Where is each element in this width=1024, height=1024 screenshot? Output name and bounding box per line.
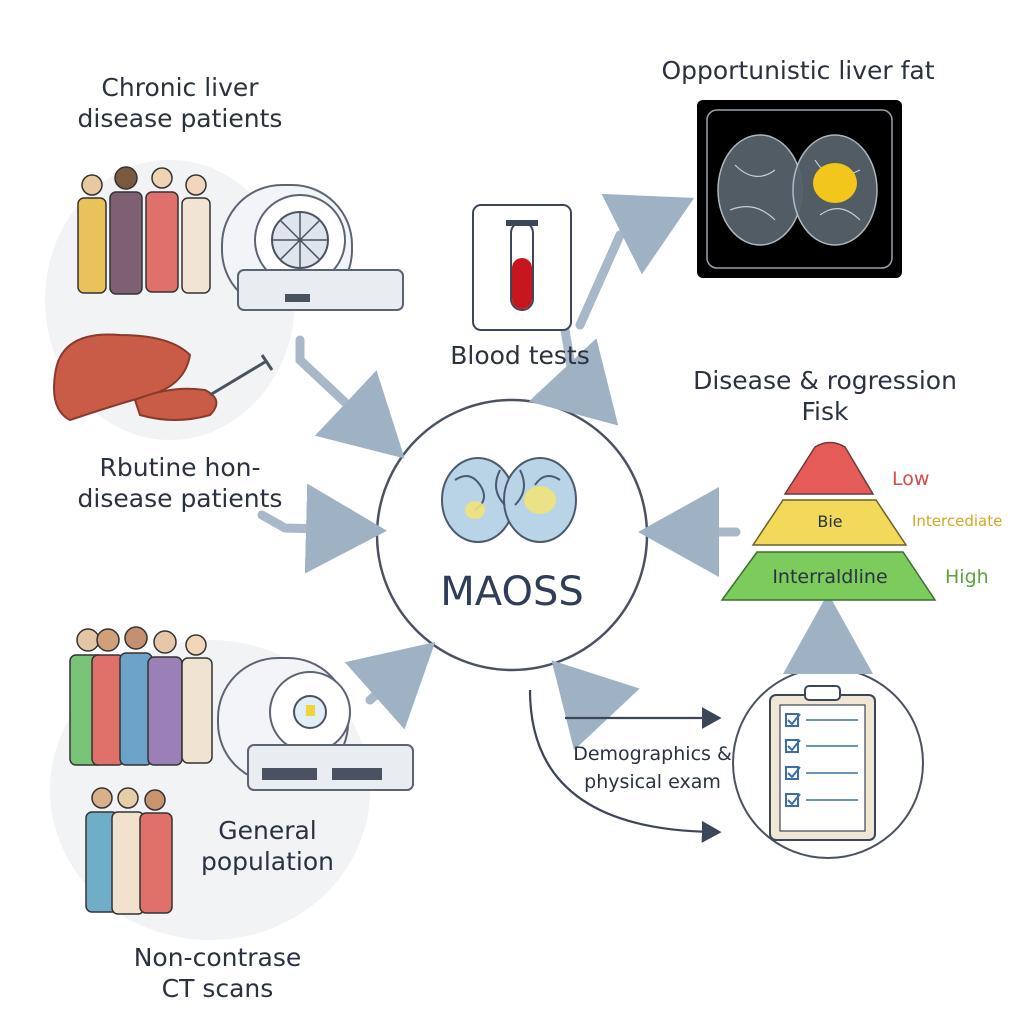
routine-line1: Rbutine hon- [99, 453, 261, 482]
risk-title: Disease & rogression Fisk [660, 365, 990, 427]
people-general-icon [85, 787, 173, 915]
risk-tier-high [720, 551, 937, 601]
center-label: MAOSS [440, 569, 584, 615]
ct-scanner-icon [217, 657, 414, 791]
general-line1: General [218, 816, 317, 845]
risk-title-line1: Disease & rogression [693, 366, 957, 395]
arrows [257, 193, 873, 751]
liver-icon [53, 333, 274, 422]
liver-fat-label: Opportunistic liver fat [661, 56, 935, 85]
blood-tests-label: Blood tests [450, 341, 590, 370]
risk-high-label: High [945, 566, 989, 588]
chronic-patients-label: Chronic liver disease patients [60, 72, 300, 134]
risk-intermediate-label: Intercediate [912, 512, 1003, 530]
routine-patients-label: Rbutine hon- disease patients [60, 452, 300, 514]
demographics-line2: physical exam [584, 771, 721, 793]
ct-scanner-icon [221, 184, 404, 311]
ct-line1: Non-contrase [133, 943, 302, 972]
chronic-line2: disease patients [77, 104, 283, 133]
risk-pyramid [720, 441, 937, 601]
brain-icon [441, 457, 577, 543]
ct-scans-label: Non-contrase CT scans [110, 942, 325, 1004]
test-tube-icon [506, 220, 538, 311]
demographics-label: Demographics & physical exam [560, 740, 745, 796]
people-chronic-icon [77, 166, 211, 295]
risk-low-label: Low [892, 468, 930, 490]
general-population-label: General population [180, 815, 355, 877]
people-routine-icon [69, 626, 213, 766]
chronic-line1: Chronic liver [101, 73, 259, 102]
risk-tier-intermediate [751, 499, 908, 546]
general-line2: population [200, 847, 335, 876]
ct-line2: CT scans [161, 974, 274, 1003]
routine-line2: disease patients [77, 484, 283, 513]
risk-tier-low [783, 441, 875, 495]
center-circle [375, 398, 649, 672]
risk-tier-2-inner: Interraldline [772, 566, 888, 588]
scan-brain-icon [717, 134, 878, 246]
demographics-line1: Demographics & [573, 743, 732, 765]
risk-title-line2: Fisk [801, 397, 849, 426]
risk-tier-1-inner: Bie [817, 512, 843, 531]
clipboard-icon [769, 685, 876, 841]
